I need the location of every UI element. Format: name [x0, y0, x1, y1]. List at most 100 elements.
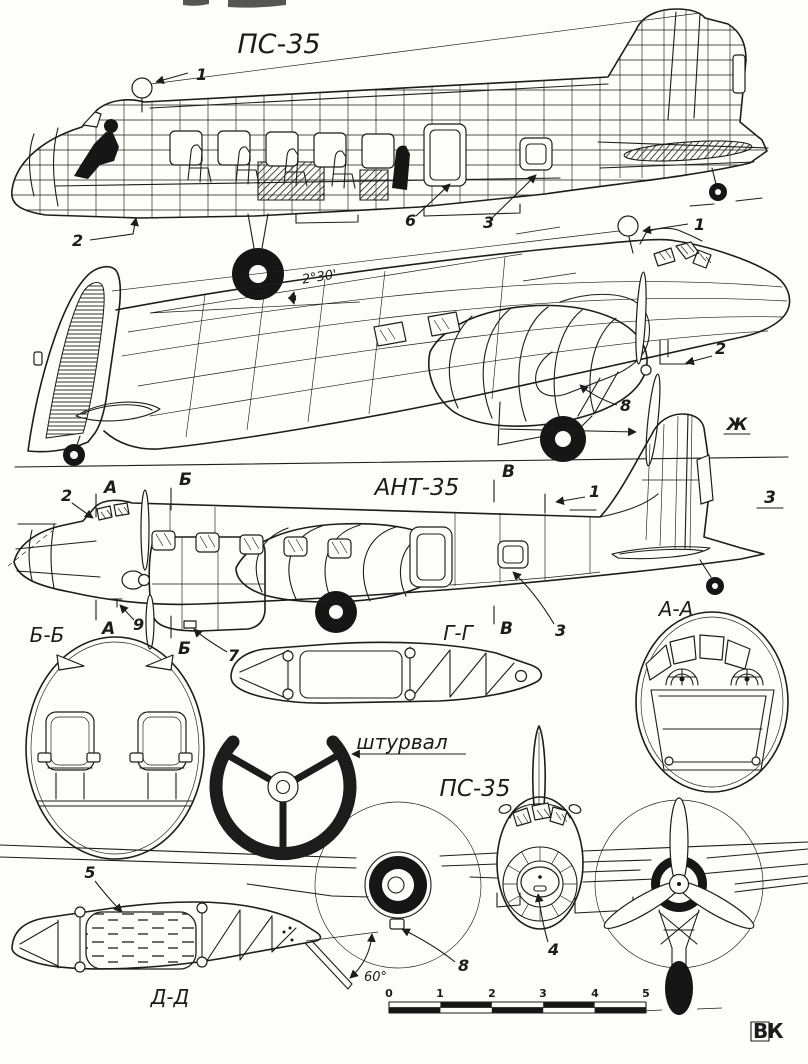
passenger-window — [313, 132, 347, 168]
propeller-blade-lower — [645, 373, 661, 467]
side-view: АНТ-35 — [7, 413, 784, 665]
tail-wheel-cutaway — [689, 167, 763, 207]
aft-window-inner — [525, 143, 547, 165]
passenger-seat-left — [37, 711, 101, 800]
scale-tick-4: 4 — [591, 987, 599, 1000]
panel-lines — [121, 281, 788, 417]
callout-1: 1 — [589, 482, 600, 501]
section-v-top: В — [502, 462, 515, 482]
callout-2-leader — [89, 217, 139, 241]
cabin-windows — [373, 311, 461, 347]
control-yoke-right — [730, 668, 764, 686]
nose-dashed-line — [7, 530, 53, 567]
aft-window — [519, 137, 553, 171]
scale-bar: 0 1 2 3 4 5 — [385, 987, 650, 1014]
scale-tick-1: 1 — [436, 987, 444, 1000]
section-aa: А-А — [635, 597, 789, 793]
control-yoke-left — [665, 668, 699, 686]
fin-rudder-details — [597, 11, 769, 169]
tail-details — [599, 413, 724, 595]
angle-dimension: 2°30' — [149, 253, 523, 314]
nose-cap — [520, 866, 560, 898]
spar-truss — [239, 646, 515, 701]
ground-line — [14, 456, 789, 468]
scale-tick-2: 2 — [488, 987, 496, 1000]
callout-8: 8 — [620, 396, 631, 415]
aft-window — [497, 540, 529, 569]
fin-label: Ж — [726, 415, 749, 435]
rudder-label: 3 — [764, 488, 776, 508]
scale-tick-0: 0 — [385, 987, 393, 1000]
section-bb-label: Б-Б — [30, 623, 65, 647]
flap-angle: 60° — [364, 970, 387, 985]
tail-wheel — [63, 435, 85, 466]
propeller-disc — [314, 801, 482, 969]
cowl-segments — [503, 847, 577, 921]
fin-front — [532, 725, 546, 807]
passenger-window — [217, 130, 251, 166]
stringer — [449, 571, 601, 586]
main-gear-cutaway — [232, 203, 521, 300]
elevator-hatched — [623, 140, 753, 162]
section-a-top: А — [102, 478, 117, 498]
section-b-bottom: Б — [178, 639, 191, 659]
scan-smudge — [183, 0, 286, 8]
callout-3: 3 — [555, 621, 566, 640]
flap-angle-arc — [349, 933, 376, 979]
rudder-hatched — [45, 282, 105, 439]
fin-reference-arrow — [499, 427, 637, 437]
callout-8-leader — [401, 928, 456, 963]
section-dd-label: Д-Д — [150, 985, 189, 1009]
artist-monogram: ВК — [750, 1019, 785, 1043]
cabin-floor — [37, 800, 193, 807]
callout-7-leader — [193, 628, 228, 653]
fuselage-outline — [11, 8, 768, 219]
spar-box — [299, 650, 403, 699]
callout-2: 2 — [72, 231, 83, 250]
cockpit-glazing — [96, 502, 130, 521]
callout-3: 3 — [483, 213, 494, 232]
propeller-hub — [640, 364, 652, 376]
fuselage-contour — [103, 238, 791, 450]
antenna-wire — [150, 12, 701, 85]
stabilizer-lens — [75, 401, 161, 422]
callout-6-leader — [415, 183, 451, 217]
callout-8-leader — [579, 384, 618, 406]
pitot-mark — [110, 598, 123, 608]
windshield-panes — [645, 634, 751, 681]
front-title: ПС-35 — [440, 776, 511, 802]
wheel-hub — [267, 771, 299, 803]
wing-fan — [428, 304, 648, 427]
windshield-pane — [82, 111, 102, 128]
callout-4-leader — [534, 893, 549, 943]
callout-8: 8 — [458, 956, 469, 975]
cabin-door-inner — [429, 129, 461, 181]
callout-2-leader — [71, 502, 94, 519]
propeller-blade — [669, 797, 689, 887]
frame-lines — [185, 256, 506, 438]
spar-airfoil-outline — [230, 641, 543, 704]
callout-2: 2 — [715, 339, 726, 358]
entry-step — [659, 339, 689, 365]
gear-struts — [575, 371, 619, 433]
instrument-panel — [650, 689, 775, 771]
dark-seat-silhouette — [392, 145, 410, 190]
callout-3-leader — [491, 174, 537, 219]
wing-truss — [19, 905, 297, 970]
propeller — [121, 489, 155, 650]
callout-1: 1 — [196, 65, 207, 84]
callout-2: 2 — [61, 486, 72, 505]
nacelle-fitting — [389, 918, 405, 930]
antenna-mast — [628, 236, 634, 254]
section-v-bottom: В — [500, 619, 513, 639]
callout-1-leader — [642, 223, 689, 235]
window-glazing-hatch — [155, 532, 348, 555]
cutaway-view: ПС-35 — [11, 8, 769, 300]
cockpit-glazing-hatch — [100, 506, 130, 520]
cabin-windows — [169, 123, 553, 187]
cabin-windows — [151, 526, 529, 588]
control-wheel-drawing: штурвал — [209, 730, 466, 861]
propeller-blade-upper — [635, 271, 647, 365]
callout-2-leader — [685, 355, 713, 366]
